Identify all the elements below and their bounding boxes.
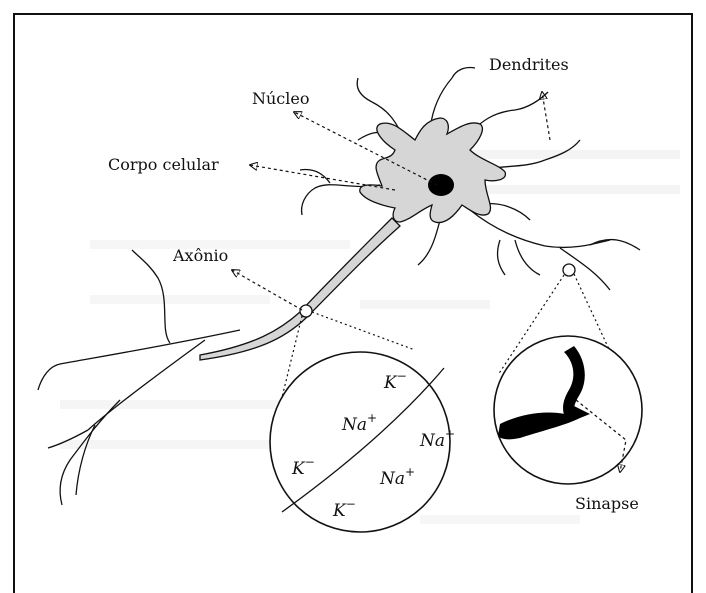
cell-body xyxy=(360,118,506,223)
synapse-zoom-circle xyxy=(494,336,642,484)
nucleus xyxy=(428,174,454,196)
label-dendrites: Dendrites xyxy=(489,55,569,74)
axon xyxy=(200,218,400,360)
label-axon: Axônio xyxy=(172,246,228,265)
axon-terminals xyxy=(38,250,240,505)
axon-zoom-point xyxy=(300,305,312,317)
label-synapse: Sinapse xyxy=(575,494,639,513)
label-nucleus: Núcleo xyxy=(252,89,309,108)
label-cell-body: Corpo celular xyxy=(108,155,219,174)
synapse-zoom-point xyxy=(563,264,575,276)
